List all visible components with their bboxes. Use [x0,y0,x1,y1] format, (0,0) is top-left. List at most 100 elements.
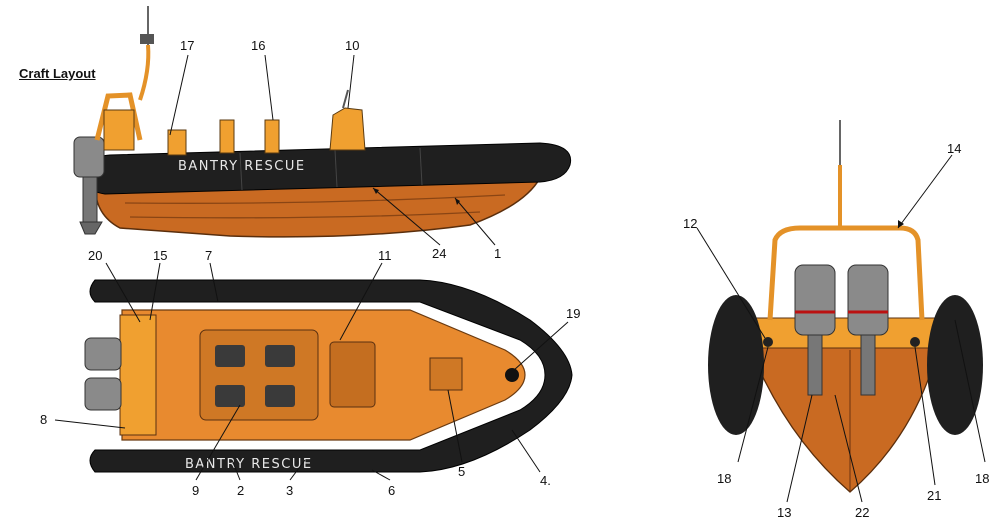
top-deck [121,309,526,441]
arrowhead-1 [455,198,460,205]
top-seat-3 [215,385,245,407]
side-seat-2 [219,119,235,154]
leader-3 [289,459,306,481]
callout-20: 20 [88,248,102,263]
callout-13: 13 [777,505,791,520]
leader-22 [834,394,863,503]
arrowhead-24 [373,188,379,194]
side-engine [73,136,105,178]
rear-engine-left-leg [807,334,823,396]
callout-15: 15 [153,248,167,263]
side-hull [94,177,542,238]
callout-5: 5 [458,464,465,479]
side-mast [138,44,151,101]
side-windshield [342,89,349,109]
side-tube-seam-3 [419,147,423,186]
leader-5 [447,389,463,463]
leader-18a [737,346,769,463]
callout-17: 17 [180,38,194,53]
callout-24: 24 [432,246,446,261]
rear-scupper-left [763,337,773,347]
top-hull-lettering: BANTRY RESCUE [185,457,313,472]
callout-21: 21 [927,488,941,503]
side-seat-3 [264,119,280,154]
callout-19: 19 [566,306,580,321]
side-hull-strake-2 [129,211,481,219]
leader-6 [371,469,391,481]
top-seat-2 [265,345,295,367]
callout-18b: 18 [975,471,989,486]
callout-8: 8 [40,412,47,427]
top-tube [89,279,573,473]
callout-labels: 17 16 10 24 1 20 15 7 11 19 8 9 2 3 5 4.… [40,38,989,520]
callout-9: 9 [192,483,199,498]
side-hull-strake-1 [124,194,506,204]
leader-12 [696,227,766,339]
leader-4 [511,429,541,473]
leader-13 [786,394,813,503]
leader-17 [169,54,189,136]
top-engine-1 [84,337,122,371]
callout-22: 22 [855,505,869,520]
leader-11 [339,262,383,341]
leader-7 [209,262,219,303]
leader-21 [914,346,936,486]
page-title: Craft Layout [19,66,96,81]
leader-18b [954,319,986,463]
side-engine-skeg [79,221,103,235]
rear-engine-right-leg [860,334,876,396]
side-hull-lettering: BANTRY RESCUE [178,159,306,174]
rear-hull [744,329,941,493]
callout-10: 10 [345,38,359,53]
callout-7: 7 [205,248,212,263]
leader-16 [264,54,274,121]
leader-2 [231,459,241,481]
leader-24 [372,187,441,246]
top-view: BANTRY RESCUE [84,279,573,473]
callout-12: 12 [683,216,697,231]
arrowhead-14 [898,220,904,228]
side-console-box [103,109,135,151]
leader-19 [513,321,569,371]
leader-20 [105,262,141,323]
top-foredeck-hatch [429,357,463,391]
top-bow-fitting [505,368,519,382]
side-seat-1 [167,129,187,156]
callout-18a: 18 [717,471,731,486]
rear-engine-left [794,264,836,336]
leader-9 [195,404,241,481]
top-seat-4 [265,385,295,407]
callout-3: 3 [286,483,293,498]
side-tube-seam-2 [334,149,338,188]
rear-view [708,120,983,493]
rear-tube-right [927,295,983,435]
side-mast-light [140,34,154,44]
leader-15 [149,262,161,321]
leader-1 [454,197,496,246]
callout-16: 16 [251,38,265,53]
side-tube-seam-1 [239,152,243,191]
top-transom [119,314,157,436]
callout-1: 1 [494,246,501,261]
callout-14: 14 [947,141,961,156]
side-a-frame [94,92,143,141]
side-engine-leg [82,176,98,223]
rear-tube-left [708,295,764,435]
rear-engine-right [847,264,889,336]
leader-14 [897,154,953,229]
rear-a-frame [767,225,925,321]
leader-10 [347,54,355,109]
leader-8 [54,419,126,429]
callout-6: 6 [388,483,395,498]
rear-scupper-right [910,337,920,347]
top-seat-1 [215,345,245,367]
callout-11: 11 [378,248,392,263]
callout-arrows [373,188,904,228]
callout-lines [54,54,986,503]
side-view: BANTRY RESCUE [73,6,572,238]
top-console [329,341,376,408]
callout-4: 4. [540,473,551,488]
top-engine-2 [84,377,122,411]
